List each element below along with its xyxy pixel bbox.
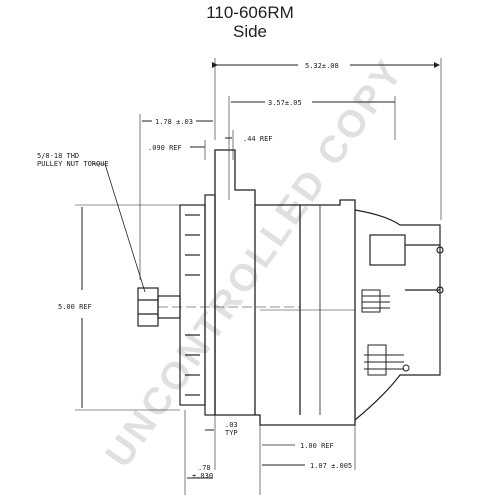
rear-housing (354, 209, 444, 421)
label-bottom-right: 1.07 ±.005 (310, 462, 352, 470)
label-ref-044: .44 REF (243, 135, 273, 143)
label-ref-090: .090 REF (148, 144, 182, 152)
label-pulley-offset: 1.78 ±.03 (155, 118, 193, 126)
dim-height (75, 204, 180, 411)
dim-gap-typ (205, 415, 216, 470)
label-ref-100: 1.00 REF (300, 442, 334, 450)
part-number-title: 110-606RM (206, 3, 294, 22)
label-gap-2: TYP (225, 429, 238, 437)
view-label: Side (232, 22, 268, 41)
dim-overall-length (212, 58, 442, 220)
stud-terminals (361, 289, 410, 376)
dim-ref-090 (190, 140, 206, 160)
dim-ref-100 (259, 425, 295, 495)
dim-body-length (228, 96, 396, 200)
label-thread-1: 5/8-18 THD (37, 152, 79, 160)
label-height: 5.00 REF (58, 303, 92, 311)
label-bottom-left-1: .78 (198, 464, 211, 472)
dim-pulley-offset (139, 114, 213, 280)
label-body-length: 3.57±.05 (268, 99, 302, 107)
dim-bottom-right (262, 425, 356, 470)
label-thread-2: PULLEY NUT TORQUE (37, 160, 109, 168)
thread-leader (93, 163, 146, 293)
label-overall-length: 5.32±.08 (305, 62, 339, 70)
label-gap-1: .03 (225, 421, 238, 429)
dim-bottom-left (184, 410, 213, 495)
alternator-housing (214, 149, 356, 426)
dim-ref-044 (225, 130, 234, 160)
shaft-nut (137, 287, 300, 327)
label-bottom-left-2: ±.030 (192, 472, 213, 480)
